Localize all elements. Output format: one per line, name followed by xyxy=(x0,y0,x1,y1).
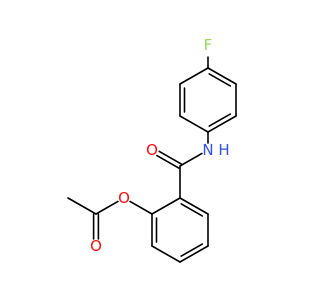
bond-cf1-cf2-inner xyxy=(208,73,232,87)
bond-cf3-cf4 xyxy=(207,115,237,133)
atom-label-h: H xyxy=(218,141,229,159)
bond-cf4-cf5 xyxy=(179,115,209,133)
atom-label-o-ester: O xyxy=(118,189,130,207)
atom-label-o-amide: O xyxy=(146,141,158,159)
bond-cam-oam-b xyxy=(156,154,180,169)
bond-n-cam xyxy=(179,152,203,167)
bond-b4-b5 xyxy=(151,245,181,263)
bond-cf3-cf4-inner xyxy=(208,113,232,127)
bond-cf6-cf1 xyxy=(179,67,209,85)
bond-b6-oe xyxy=(129,200,153,215)
atom-label-f: F xyxy=(204,36,213,54)
bond-b3-b4 xyxy=(179,245,209,263)
bond-b1-b2 xyxy=(179,197,209,215)
bond-b6-b1 xyxy=(151,197,181,215)
bond-cam-oam-a xyxy=(158,150,182,165)
bond-cf1-cf2 xyxy=(207,67,237,85)
atom-label-o-carbonyl: O xyxy=(90,237,102,255)
bond-cac-me xyxy=(67,197,97,215)
bonds-group xyxy=(67,56,237,263)
bond-oe-cac xyxy=(95,200,119,215)
atom-label-n: N xyxy=(202,141,213,159)
bond-b1-b2-inner xyxy=(180,203,204,217)
bond-b3-b4-inner xyxy=(180,243,204,257)
